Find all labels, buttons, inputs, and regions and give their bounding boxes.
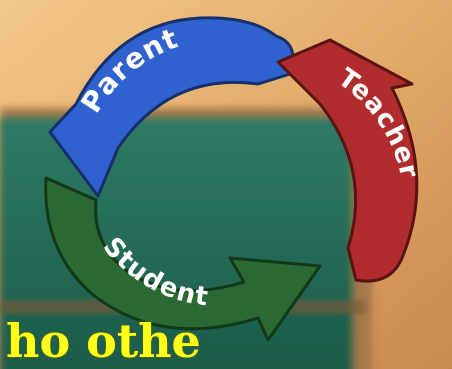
caption-text: ho othe — [6, 314, 201, 368]
parent-arrow — [48, 16, 295, 198]
student-arrow — [44, 176, 322, 342]
teacher-arrow — [276, 38, 419, 283]
